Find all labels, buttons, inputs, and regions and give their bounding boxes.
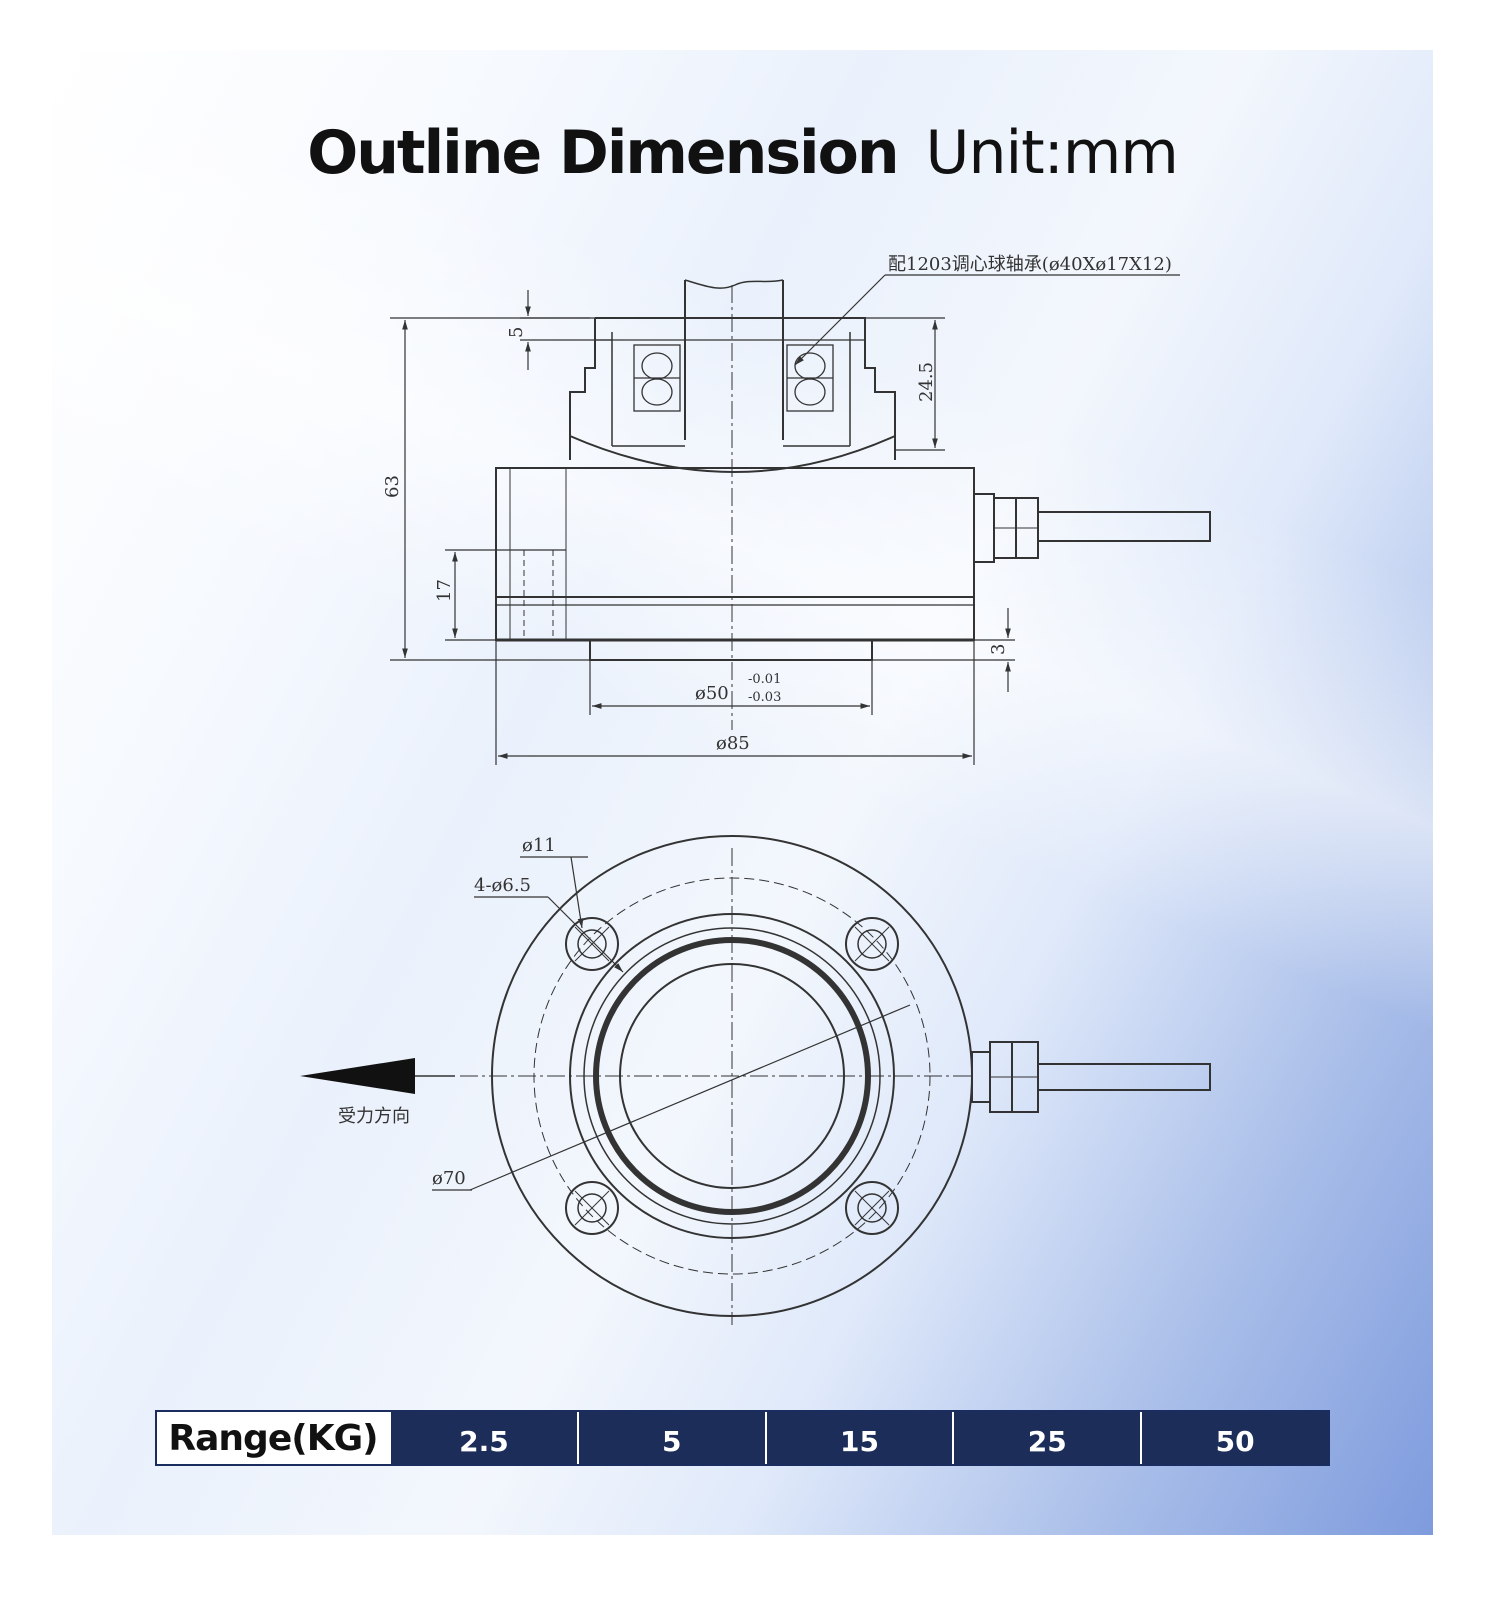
dim-50-tol-lower: -0.03 <box>748 690 781 705</box>
cable-gland <box>973 493 1211 563</box>
mount-hole-tr <box>845 917 899 971</box>
dim-70-label: ø70 <box>432 1168 466 1189</box>
page-title: Outline Dimension Unit:mm <box>0 118 1485 188</box>
range-table: Range(KG) 2.5 5 15 25 50 <box>155 1410 1330 1466</box>
range-value: 15 <box>764 1412 953 1464</box>
dim-3-lines <box>872 608 1015 692</box>
dim-85-label: ø85 <box>716 733 750 754</box>
range-label: Range(KG) <box>157 1412 389 1464</box>
top-cable-gland <box>971 1041 1211 1113</box>
side-view <box>390 274 1211 765</box>
dim-17-label: 17 <box>434 579 455 602</box>
bearing-leader <box>794 274 1180 366</box>
dim-24-5-lines <box>865 317 945 451</box>
bearing-left <box>633 344 681 412</box>
diameter-70-line <box>469 1004 911 1191</box>
load-cell-body <box>495 467 975 661</box>
dim-85-lines <box>495 640 975 765</box>
dim-50-lines <box>589 660 873 715</box>
dim-63-label: 63 <box>382 475 403 498</box>
bore-circle <box>619 963 845 1189</box>
title-main: Outline Dimension <box>307 118 899 188</box>
force-direction-label: 受力方向 <box>338 1106 410 1127</box>
dim-63-lines <box>390 317 590 661</box>
dim-3-label: 3 <box>988 644 1009 655</box>
range-value: 25 <box>952 1412 1141 1464</box>
shaft <box>684 279 784 440</box>
range-value: 50 <box>1140 1412 1328 1464</box>
dim-24-5-label: 24.5 <box>916 362 937 402</box>
housing-inner-circle <box>583 927 881 1225</box>
housing-outer-circle <box>569 913 895 1239</box>
mount-hole-bl <box>565 1181 619 1235</box>
range-value: 2.5 <box>389 1412 577 1464</box>
bearing-housing <box>569 317 896 473</box>
bolt-circle <box>533 877 931 1275</box>
bearing-right <box>786 344 834 412</box>
seal-ring <box>593 937 871 1215</box>
dim-11-label: ø11 <box>522 835 556 856</box>
mount-hole-tl <box>565 917 619 971</box>
force-direction-arrow <box>300 1058 455 1094</box>
top-leaders <box>432 856 624 1191</box>
range-value: 5 <box>576 1412 765 1464</box>
dim-5-lines <box>520 290 612 370</box>
title-unit: Unit:mm <box>925 118 1179 188</box>
top-view <box>300 835 1211 1325</box>
bearing-note: 配1203调心球轴承(ø40Xø17X12) <box>888 254 1172 275</box>
dim-5-label: 5 <box>506 327 527 338</box>
dim-holes-label: 4-ø6.5 <box>474 875 531 896</box>
mount-hole-br <box>845 1181 899 1235</box>
dim-50-label: ø50 <box>695 683 729 704</box>
dim-50-tol-upper: -0.01 <box>748 672 781 687</box>
dim-17-lines <box>445 549 566 641</box>
background-panel <box>52 50 1433 1535</box>
background-sheen <box>52 50 1433 1535</box>
